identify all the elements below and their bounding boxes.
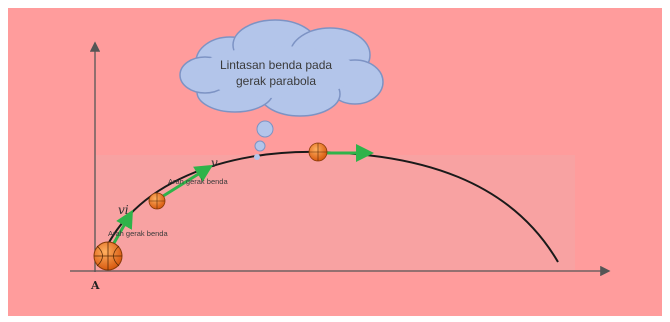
bubble-dot-medium	[254, 140, 266, 152]
bubble-dot-small	[254, 154, 260, 160]
velocity-arrow-mid	[159, 164, 214, 200]
label-direction-upper: Arah gerak benda	[168, 177, 228, 186]
label-direction-lower: Arah gerak benda	[108, 229, 168, 238]
label-v: v	[211, 156, 218, 170]
callout-line-2: gerak parabola	[236, 74, 316, 88]
thought-bubble	[179, 19, 384, 160]
ball-top	[308, 142, 328, 162]
label-vi: vi	[118, 203, 129, 217]
callout-line-1: Lintasan benda pada	[220, 58, 332, 72]
label-origin: A	[90, 279, 100, 292]
bubble-dot-large	[256, 120, 274, 138]
ball-start	[93, 241, 123, 271]
background-panel	[95, 155, 575, 270]
ball-mid	[148, 192, 166, 210]
